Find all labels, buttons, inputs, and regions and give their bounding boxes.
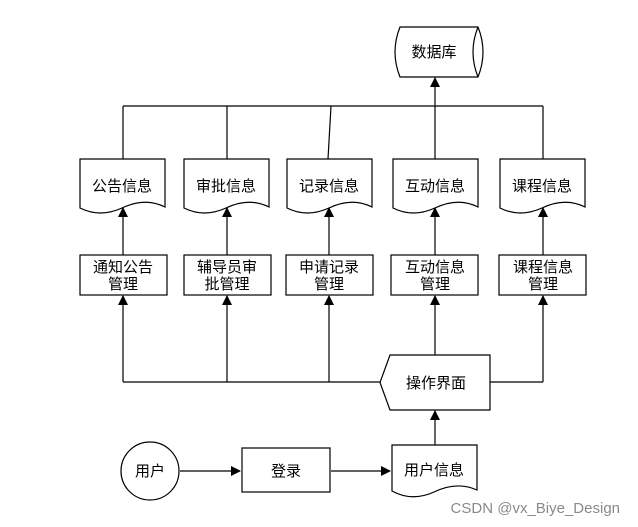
module-label-line2: 批管理 (204, 275, 249, 293)
document-记录信息: 记录信息 (286, 158, 373, 214)
module-label-line1: 申请记录 (299, 258, 359, 276)
document-label: 审批信息 (196, 177, 256, 195)
module-label-line2: 管理 (420, 275, 450, 293)
operation-ui-label: 操作界面 (406, 374, 466, 392)
database-label: 数据库 (411, 43, 456, 61)
module-label-line2: 管理 (108, 275, 138, 293)
distribution-arrows (118, 295, 548, 382)
module-label-line1: 课程信息 (513, 258, 573, 276)
document-label: 记录信息 (299, 177, 359, 195)
user-node: 用户 (120, 441, 180, 501)
document-公告信息: 公告信息 (79, 158, 166, 214)
document-label: 课程信息 (512, 177, 572, 195)
document-课程信息: 课程信息 (499, 158, 586, 214)
document-riser-lines (122, 105, 544, 160)
login-node: 登录 (241, 447, 331, 493)
module-辅导员审批管理: 辅导员审 批管理 (183, 254, 272, 296)
document-审批信息: 审批信息 (183, 158, 270, 214)
watermark-text: CSDN @vx_Biye_Design (451, 500, 620, 517)
module-to-document-arrows (118, 207, 548, 255)
module-课程信息管理: 课程信息 管理 (498, 254, 587, 296)
user-label: 用户 (135, 462, 165, 480)
module-label-line1: 互动信息 (405, 258, 465, 276)
document-label: 互动信息 (405, 177, 465, 195)
document-label: 公告信息 (92, 177, 152, 195)
document-互动信息: 互动信息 (392, 158, 479, 214)
module-申请记录管理: 申请记录 管理 (285, 254, 374, 296)
module-label-line1: 辅导员审 (197, 258, 257, 276)
user-info-document: 用户信息 (391, 444, 478, 498)
operation-ui-node: 操作界面 (379, 354, 491, 411)
module-label-line2: 管理 (314, 275, 344, 293)
module-label-line2: 管理 (528, 275, 558, 293)
database-node: 数据库 (394, 26, 484, 78)
module-通知公告管理: 通知公告 管理 (79, 254, 168, 296)
module-label-line1: 通知公告 (93, 258, 153, 276)
user-info-label: 用户信息 (404, 461, 464, 479)
login-label: 登录 (271, 462, 301, 480)
module-互动信息管理: 互动信息 管理 (390, 254, 479, 296)
